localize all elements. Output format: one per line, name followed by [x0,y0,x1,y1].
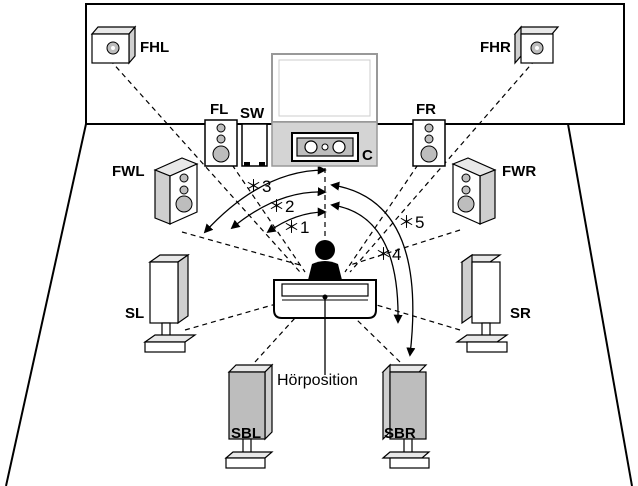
speaker-label-fwl: FWL [112,163,144,180]
sr-speaker-icon [455,253,509,353]
speaker-label-fhl: FHL [140,39,169,56]
angle-label-1: ＊1 [283,218,309,237]
fhr-speaker-icon [513,25,560,65]
speaker-label-sl: SL [125,305,144,322]
angle-arcs [203,165,416,357]
sbr-speaker-icon [381,363,431,469]
speaker-label-sbr: SBR [384,425,416,442]
fwr-speaker-icon [451,157,497,225]
tv-icon [271,53,378,167]
fhl-speaker-icon [90,25,137,65]
center-speaker-icon [291,132,359,162]
fl-speaker-icon [204,119,238,167]
fwl-speaker-icon [153,157,199,225]
speaker-label-sbl: SBL [231,425,261,442]
angle-label-3: ＊3 [245,177,271,196]
speaker-label-fwr: FWR [502,163,536,180]
subwoofer-icon [241,123,268,167]
speaker-label-c: C [362,147,373,164]
listening-position-label: Hörposition [277,372,358,389]
angle-label-2: ＊2 [268,197,294,216]
speaker-label-fr: FR [416,101,436,118]
listening-point-dot [322,294,328,300]
angle-label-4: ＊4 [375,245,401,264]
speaker-label-fl: FL [210,101,228,118]
sbl-speaker-icon [224,363,274,469]
angle-label-5: ＊5 [398,213,424,232]
sl-speaker-icon [143,253,197,353]
speaker-label-fhr: FHR [480,39,511,56]
fr-speaker-icon [412,119,446,167]
listener-icon [308,240,342,280]
speaker-label-sr: SR [510,305,531,322]
speaker-label-sw: SW [240,105,265,122]
